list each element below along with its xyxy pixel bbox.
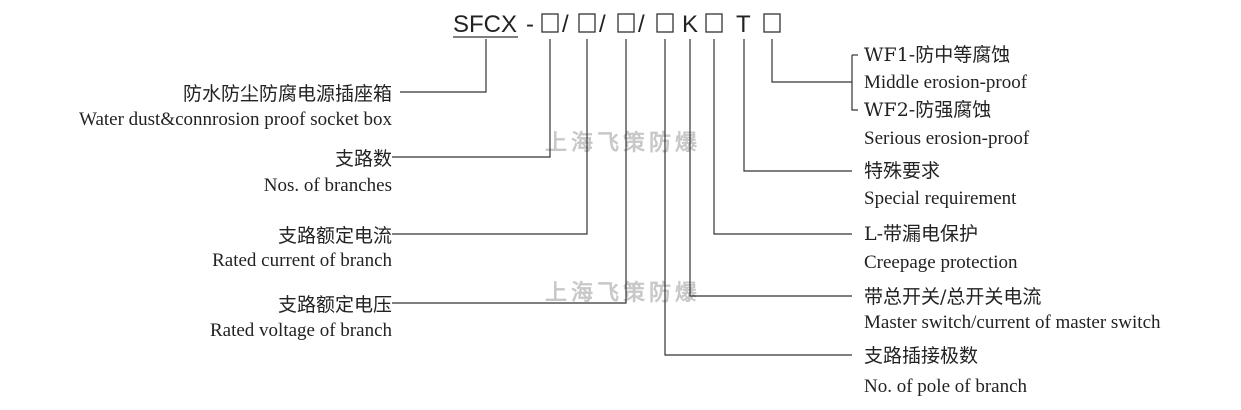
model-slash-1: /: [562, 11, 569, 38]
model-t: T: [736, 11, 751, 38]
slot-box-erosion: [763, 13, 781, 33]
label-master-switch-zh: 带总开关/总开关电流: [864, 286, 1041, 308]
slot-box-poles: [656, 13, 674, 33]
model-slash-3: /: [638, 11, 645, 38]
label-master-switch-en: Master switch/current of master switch: [864, 312, 1161, 333]
leader-current: [392, 39, 588, 235]
label-wf1-en: Middle erosion-proof: [864, 72, 1028, 93]
leader-master-switch: [689, 39, 852, 297]
leader-special: [743, 39, 852, 172]
label-special-en: Special requirement: [864, 188, 1017, 209]
label-socket-box-zh: 防水防尘防腐电源插座箱: [183, 83, 392, 105]
slot-box-leakage: [705, 13, 723, 33]
leader-branches: [392, 39, 551, 158]
watermark-top: 上海飞策防爆: [545, 130, 701, 156]
label-poles-zh: 支路插接极数: [864, 345, 978, 367]
label-poles-en: No. of pole of branch: [864, 376, 1028, 397]
slot-box-branches: [541, 13, 559, 33]
leader-erosion: [771, 39, 852, 83]
label-branches-en: Nos. of branches: [264, 175, 392, 196]
label-branches-zh: 支路数: [335, 148, 392, 170]
label-leakage-zh: L-带漏电保护: [864, 223, 978, 245]
leader-voltage: [392, 39, 627, 304]
label-current-en: Rated current of branch: [212, 250, 392, 271]
label-leakage-en: Creepage protection: [864, 252, 1018, 273]
model-slash-2: /: [599, 11, 606, 38]
label-wf1-zh: WF1-防中等腐蚀: [864, 44, 1010, 66]
label-wf2-en: Serious erosion-proof: [864, 128, 1030, 149]
leader-poles: [664, 39, 852, 356]
label-socket-box-en: Water dust&connrosion proof socket box: [79, 109, 392, 130]
leader-erosion-bracket: [851, 55, 858, 111]
label-voltage-zh: 支路额定电压: [278, 294, 392, 316]
model-prefix: SFCX: [453, 11, 517, 38]
label-current-zh: 支路额定电流: [278, 225, 392, 247]
label-voltage-en: Rated voltage of branch: [210, 320, 393, 341]
model-dash: -: [526, 11, 534, 38]
watermark-bottom: 上海飞策防爆: [545, 280, 701, 306]
slot-box-voltage: [617, 13, 635, 33]
slot-box-current: [578, 13, 596, 33]
leader-socket-box: [400, 39, 487, 93]
leader-leakage: [713, 39, 852, 235]
model-k: K: [682, 11, 698, 38]
label-wf2-zh: WF2-防强腐蚀: [864, 99, 991, 121]
label-special-zh: 特殊要求: [864, 160, 940, 182]
